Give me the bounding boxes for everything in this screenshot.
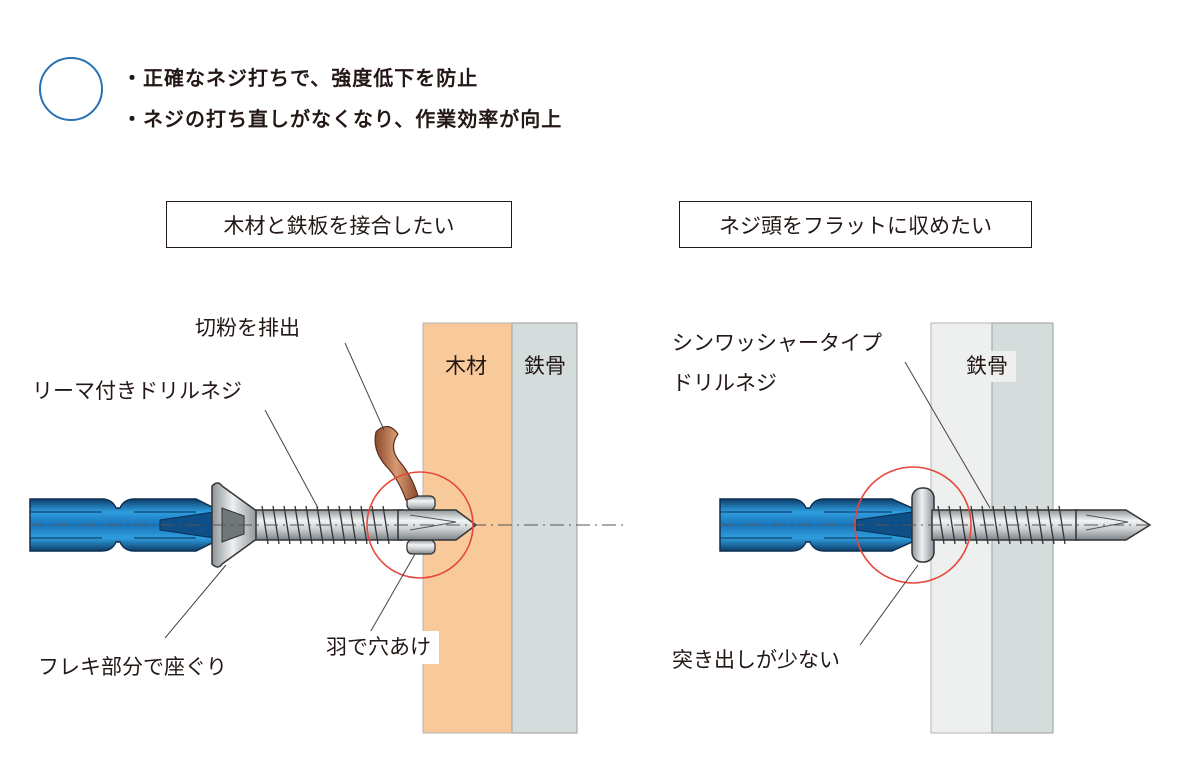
label-steel-left: 鉄骨 <box>524 354 566 378</box>
highlight-circle-right <box>854 466 972 584</box>
marker-circle-icon <box>39 57 103 121</box>
drill-tip-left <box>397 495 478 555</box>
metal-chip <box>374 425 419 501</box>
label-wood: 木材 <box>445 354 487 378</box>
label-low-protrusion: 突き出しが少ない <box>672 648 840 672</box>
label-wing-drilling: 羽で穴あけ <box>318 631 439 664</box>
label-reamer-screw: リーマ付きドリルネジ <box>32 379 242 403</box>
label-thin-washer-line1: シンワッシャータイプ <box>672 331 882 355</box>
highlight-circle-left <box>366 471 474 579</box>
label-steel-right: 鉄骨 <box>958 351 1016 382</box>
label-chip-discharge: 切粉を排出 <box>195 316 300 340</box>
left-panel-title: 木材と鉄板を接合したい <box>166 201 512 248</box>
benefit-bullet-1: ・正確なネジ打ちで、強度低下を防止 <box>122 66 479 90</box>
label-head-counterbore: フレキ部分で座ぐり <box>38 655 227 679</box>
screw-shank-right <box>931 505 1079 545</box>
steel-layer-left <box>511 322 578 734</box>
benefit-bullet-2: ・ネジの打ち直しがなくなり、作業効率が向上 <box>122 107 563 131</box>
label-thin-washer-line2: ドリルネジ <box>672 371 777 395</box>
right-panel-title: ネジ頭をフラットに収めたい <box>679 201 1032 248</box>
